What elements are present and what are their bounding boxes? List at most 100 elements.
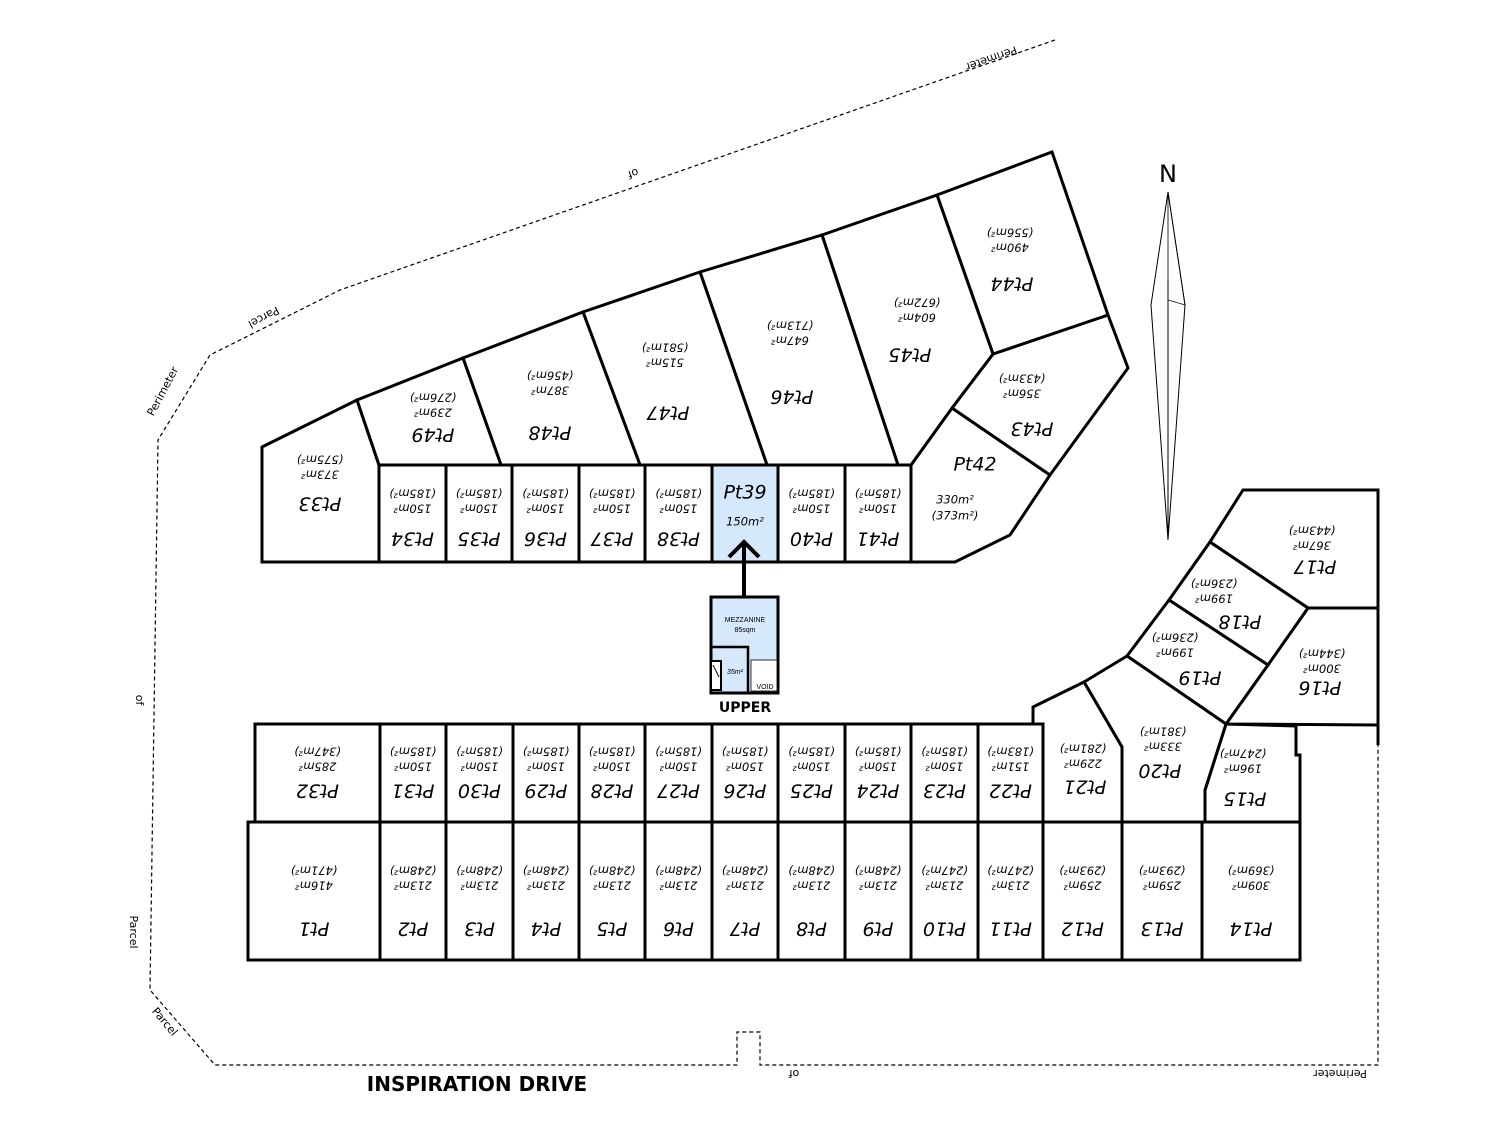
- lot-area: 213m²: [460, 879, 498, 893]
- lot-area: 647m²: [771, 334, 809, 348]
- lot-area: 285m²: [298, 760, 336, 774]
- lot-gross-area: (248m²): [722, 864, 769, 878]
- perimeter-label: Parcel: [149, 1005, 180, 1039]
- lot-name: Pt17: [1293, 556, 1336, 578]
- lot-boundary[interactable]: [1200, 820, 1302, 962]
- lot-gross-area: (293m²): [1139, 864, 1186, 878]
- lot-gross-area: (236m²): [1152, 631, 1199, 645]
- lot-gross-area: (185m²): [855, 487, 902, 501]
- lot-name: Pt25: [790, 780, 833, 802]
- lot-name: Pt46: [770, 386, 813, 408]
- lot-name: Pt4: [531, 918, 562, 940]
- lot-area: 213m²: [394, 879, 432, 893]
- mezzanine-title: MEZZANINE: [725, 617, 766, 624]
- lot-gross-area: (347m²): [294, 745, 341, 759]
- perimeter-label: of: [133, 695, 146, 707]
- lot-area: 199m²: [1195, 592, 1233, 606]
- lot-area: 150m²: [792, 502, 830, 516]
- lot-area: 150m²: [659, 760, 697, 774]
- lot-gross-area: (185m²): [589, 745, 636, 759]
- lot-name: Pt13: [1140, 918, 1183, 940]
- lot-pt3[interactable]: Pt3 213m²(248m²): [444, 820, 515, 962]
- lot-name: Pt19: [1178, 667, 1221, 689]
- lot-boundary[interactable]: [1207, 488, 1380, 610]
- lot-gross-area: (248m²): [788, 864, 835, 878]
- lot-area: 356m²: [1003, 387, 1041, 401]
- lot-gross-area: (185m²): [722, 745, 769, 759]
- lot-area: 259m²: [1143, 879, 1181, 893]
- lot-name: Pt21: [1063, 776, 1106, 798]
- lot-gross-area: (369m²): [1228, 864, 1275, 878]
- lot-gross-area: (672m²): [894, 296, 941, 310]
- lot-area: 150m²: [593, 502, 631, 516]
- lot-name: Pt12: [1061, 918, 1104, 940]
- perimeter-label: of: [788, 1067, 800, 1080]
- lot-area: 213m²: [659, 879, 697, 893]
- lot-name: Pt6: [663, 918, 694, 940]
- lot-gross-area: (185m²): [589, 487, 636, 501]
- perimeter-line: [149, 39, 1379, 1066]
- lot-area: 150m²: [792, 760, 830, 774]
- lot-area: 367m²: [1293, 539, 1331, 553]
- lot-gross-area: (185m²): [921, 745, 968, 759]
- lot-area: 150m²: [859, 760, 897, 774]
- lot-area: 150m²: [393, 502, 431, 516]
- lot-area: 213m²: [925, 879, 963, 893]
- lot-gross-area: (248m²): [456, 864, 503, 878]
- lot-name: Pt3: [464, 918, 495, 940]
- lot-boundary[interactable]: [355, 356, 504, 467]
- lot-name: Pt33: [298, 493, 341, 515]
- lot-gross-area: (185m²): [855, 745, 902, 759]
- lot-pt13[interactable]: Pt13 259m²(293m²): [1120, 820, 1204, 962]
- lot-name: Pt29: [524, 780, 567, 802]
- lot-name: Pt43: [1010, 418, 1053, 440]
- lot-name: Pt28: [590, 780, 633, 802]
- lot-area: 309m²: [1232, 879, 1270, 893]
- lot-name: Pt8: [796, 918, 827, 940]
- lot-gross-area: (281m²): [1060, 742, 1107, 756]
- lot-name: Pt30: [458, 780, 501, 802]
- arrow-head-icon: [727, 539, 761, 559]
- perimeter-label: Perimeter: [963, 43, 1018, 73]
